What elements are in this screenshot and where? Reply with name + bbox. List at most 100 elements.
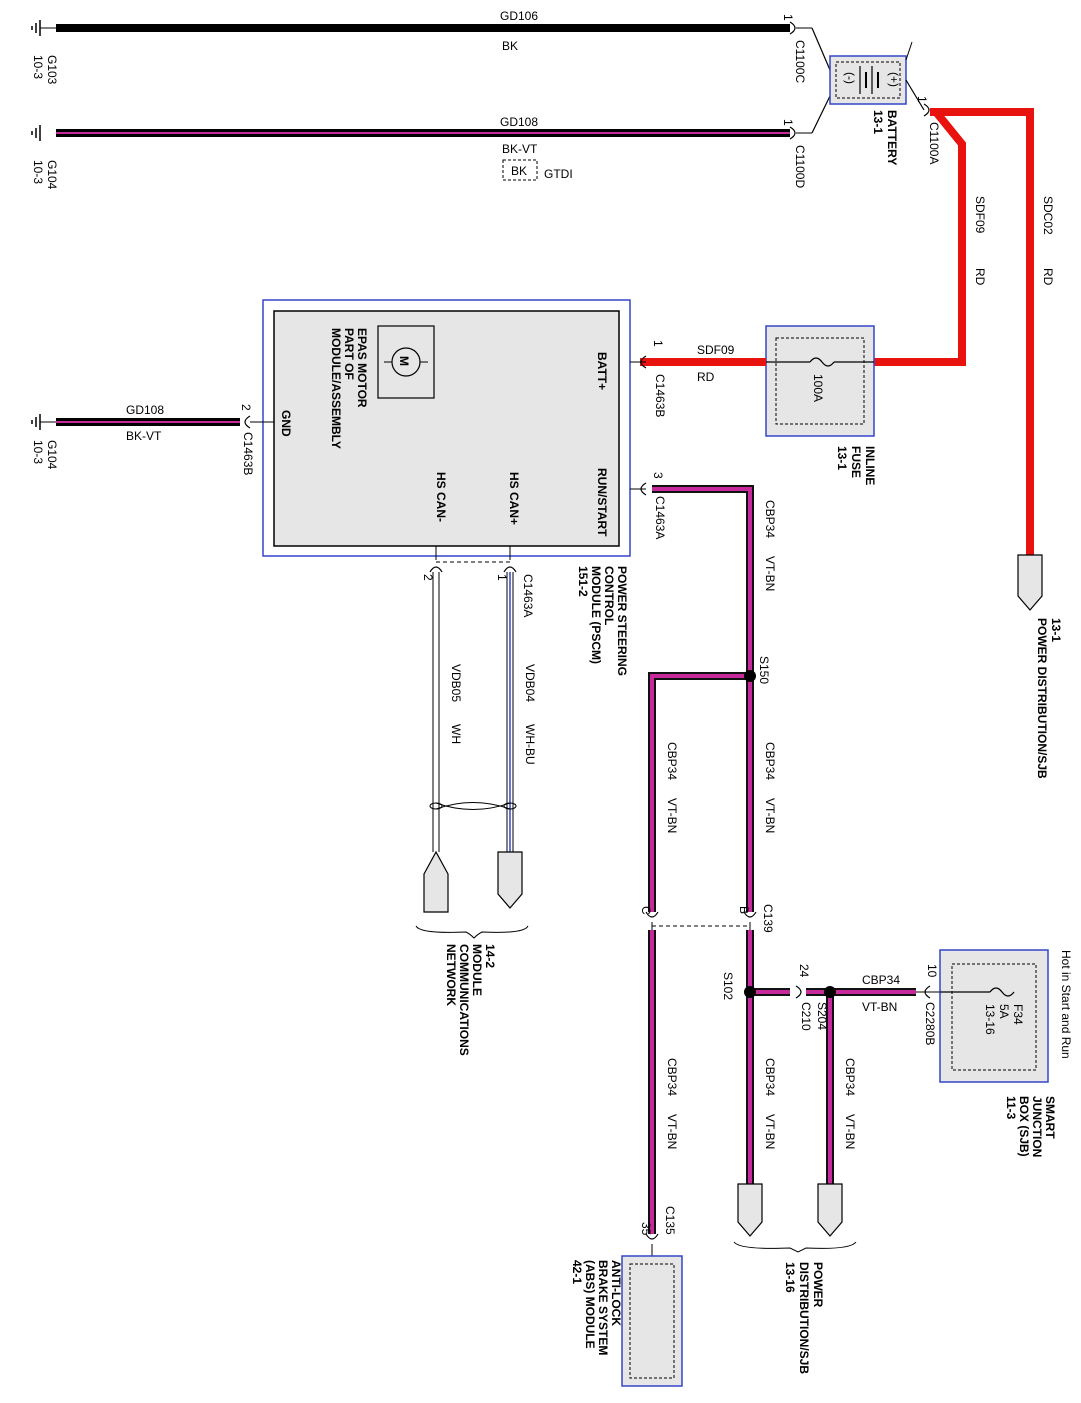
pscm-line2: CONTROL — [602, 566, 616, 625]
connector-c1100c: 1 C1100C — [781, 14, 812, 83]
ground-g104-mid-ref: 10-3 — [31, 440, 45, 464]
connector-c1100d: 1 C1100D — [781, 119, 812, 188]
wire-cbp34-s204-circuit: CBP34 — [843, 1058, 857, 1096]
connector-c2280b: 10 C2280B — [916, 964, 940, 1045]
inline-fuse-ref: 13-1 — [835, 446, 849, 470]
wire-cbp34-runstart-circuit: CBP34 — [763, 500, 777, 538]
battery-pos: (+) — [887, 72, 901, 87]
pscm-ref: 151-2 — [576, 566, 590, 597]
splice-s102: S102 — [721, 972, 756, 1000]
inline-fuse-line1: INLINE — [863, 446, 877, 485]
pd-sjb-bottom-line2: DISTRIBUTION/SJB — [797, 1262, 811, 1374]
connector-c1463a-run-pin: 3 — [651, 472, 665, 479]
connector-c139-pin-b: B — [737, 906, 751, 914]
power-distribution-sjb-right: 13-1 POWER DISTRIBUTION/SJB — [1017, 554, 1063, 779]
wire-cbp34-runstart-color: VT-BN — [763, 556, 777, 591]
ground-g103-name: G103 — [45, 55, 59, 85]
connector-c135-pin: 35 — [639, 1222, 653, 1236]
wire-sdc02 — [930, 108, 1034, 555]
pscm-motor-line1: EPAS MOTOR — [355, 328, 369, 408]
abs-ref: 42-1 — [570, 1260, 584, 1284]
splice-s204: S204 — [815, 986, 836, 1030]
ground-g104-mid-name: G104 — [45, 440, 59, 470]
smart-junction-box: F34 5A 13-16 Hot in Start and Run SMART … — [939, 949, 1073, 1157]
wire-cbp34-branch-color: VT-BN — [665, 798, 679, 833]
connector-c1100a-id: C1100A — [927, 122, 941, 164]
sjb-ref: 11-3 — [1004, 1096, 1018, 1120]
twisted-pair-symbol — [429, 802, 517, 810]
wire-vdb04-circuit: VDB04 — [523, 664, 537, 702]
connector-c1100c-id: C1100C — [793, 40, 807, 83]
wire-gd106-color: BK — [502, 39, 518, 53]
wire-cbp34-s150-c139-circuit: CBP34 — [763, 742, 777, 780]
wire-gd106-circuit: GD106 — [500, 9, 538, 23]
connector-c2280b-id: C2280B — [923, 1002, 937, 1045]
power-distribution-sjb-bottom: POWER DISTRIBUTION/SJB 13-16 — [733, 1183, 857, 1374]
connector-c1463a-run-id: C1463A — [653, 496, 667, 539]
splice-s102-label: S102 — [721, 972, 735, 1000]
connector-c1463a-can-id: C1463A — [521, 574, 535, 617]
wire-cbp34-s102-circuit: CBP34 — [763, 1058, 777, 1096]
sjb-fuse-ref: 13-16 — [983, 1004, 997, 1035]
pscm-can-minus-label: HS CAN- — [434, 472, 448, 522]
connector-c135: 35 C135 — [639, 1206, 677, 1256]
wire-gd108-top-option-color: BK — [511, 164, 527, 178]
wire-gd108-mid-circuit: GD108 — [126, 403, 164, 417]
splice-s150-label: S150 — [757, 656, 771, 684]
connector-c1463a-can-pin-plus: 1 — [495, 574, 509, 581]
splice-s150: S150 — [744, 656, 771, 684]
ground-g103-ref: 10-3 — [31, 55, 45, 79]
connector-c1463b-gnd-id: C1463B — [241, 432, 255, 475]
battery-neg: (-) — [843, 72, 857, 84]
wire-sdf09-lower-circuit: SDF09 — [697, 343, 735, 357]
pscm-run-start-label: RUN/START — [595, 468, 609, 537]
pscm-motor-line3: MODULE/ASSEMBLY — [329, 328, 343, 449]
ground-g104-top-ref: 10-3 — [31, 160, 45, 184]
wire-vdb04 — [506, 572, 514, 852]
wire-gd108-top-option: GTDI — [544, 167, 573, 181]
wire-cbp34-abs-circuit: CBP34 — [665, 1058, 679, 1096]
pd-sjb-bottom-line1: POWER — [811, 1262, 825, 1308]
pscm-module: M EPAS MOTOR PART OF MODULE/ASSEMBLY BAT… — [262, 299, 631, 676]
wire-cbp34-s102-color: VT-BN — [763, 1114, 777, 1149]
wire-sdf09-upper — [874, 109, 966, 366]
connector-c1463b-batt-id: C1463B — [653, 374, 667, 417]
pscm-can-plus-label: HS CAN+ — [507, 472, 521, 525]
pd-sjb-right-label: POWER DISTRIBUTION/SJB — [1035, 618, 1049, 779]
wire-cbp34-network — [648, 485, 916, 1234]
inline-fuse-rating: 100A — [811, 374, 825, 402]
connector-c210-id: C210 — [799, 1002, 813, 1031]
wire-vdb05 — [432, 572, 440, 852]
abs-module: ANTI-LOCK BRAKE SYSTEM (ABS) MODULE 42-1 — [570, 1255, 683, 1387]
sjb-line1: SMART — [1043, 1096, 1057, 1139]
wire-gd108-top-circuit: GD108 — [500, 115, 538, 129]
connector-c1463a-can: C1463A 1 2 — [421, 546, 535, 617]
wire-cbp34-sjb-color: VT-BN — [862, 1000, 897, 1014]
wire-gd108-mid-color: BK-VT — [126, 429, 162, 443]
sjb-fuse-rating: 5A — [997, 1004, 1011, 1019]
inline-fuse: 100A INLINE FUSE 13-1 — [765, 325, 877, 485]
abs-line2: BRAKE SYSTEM — [596, 1260, 610, 1355]
wire-sdc02-color: RD — [1041, 268, 1055, 286]
network-line1: MODULE — [470, 944, 484, 996]
wire-cbp34-s204-color: VT-BN — [843, 1114, 857, 1149]
sjb-hot: Hot in Start and Run — [1059, 950, 1073, 1059]
wire-sdf09-upper-circuit: SDF09 — [973, 196, 987, 234]
ground-g104-mid: G104 10-3 — [31, 414, 59, 470]
wire-vdb04-color: WH-BU — [523, 724, 537, 765]
connector-c139-pin-c: C — [639, 906, 653, 915]
wire-sdf09-lower-color: RD — [697, 370, 715, 384]
network-line2: COMMUNICATIONS — [457, 944, 471, 1056]
pscm-line1: POWER STEERING — [615, 566, 629, 676]
sjb-line2: JUNCTION — [1030, 1096, 1044, 1157]
ground-g103: G103 10-3 — [31, 20, 59, 85]
pscm-batt-label: BATT+ — [595, 352, 609, 390]
wire-sdc02-circuit: SDC02 — [1041, 196, 1055, 235]
wire-vdb05-color: WH — [449, 724, 463, 744]
connector-c1100d-pin: 1 — [781, 119, 795, 126]
connector-c1100a-pin: 1 — [915, 96, 929, 103]
splice-s204-label: S204 — [815, 1002, 829, 1030]
wire-cbp34-branch-circuit: CBP34 — [665, 742, 679, 780]
connector-c1463a-can-pin-minus: 2 — [421, 574, 435, 581]
